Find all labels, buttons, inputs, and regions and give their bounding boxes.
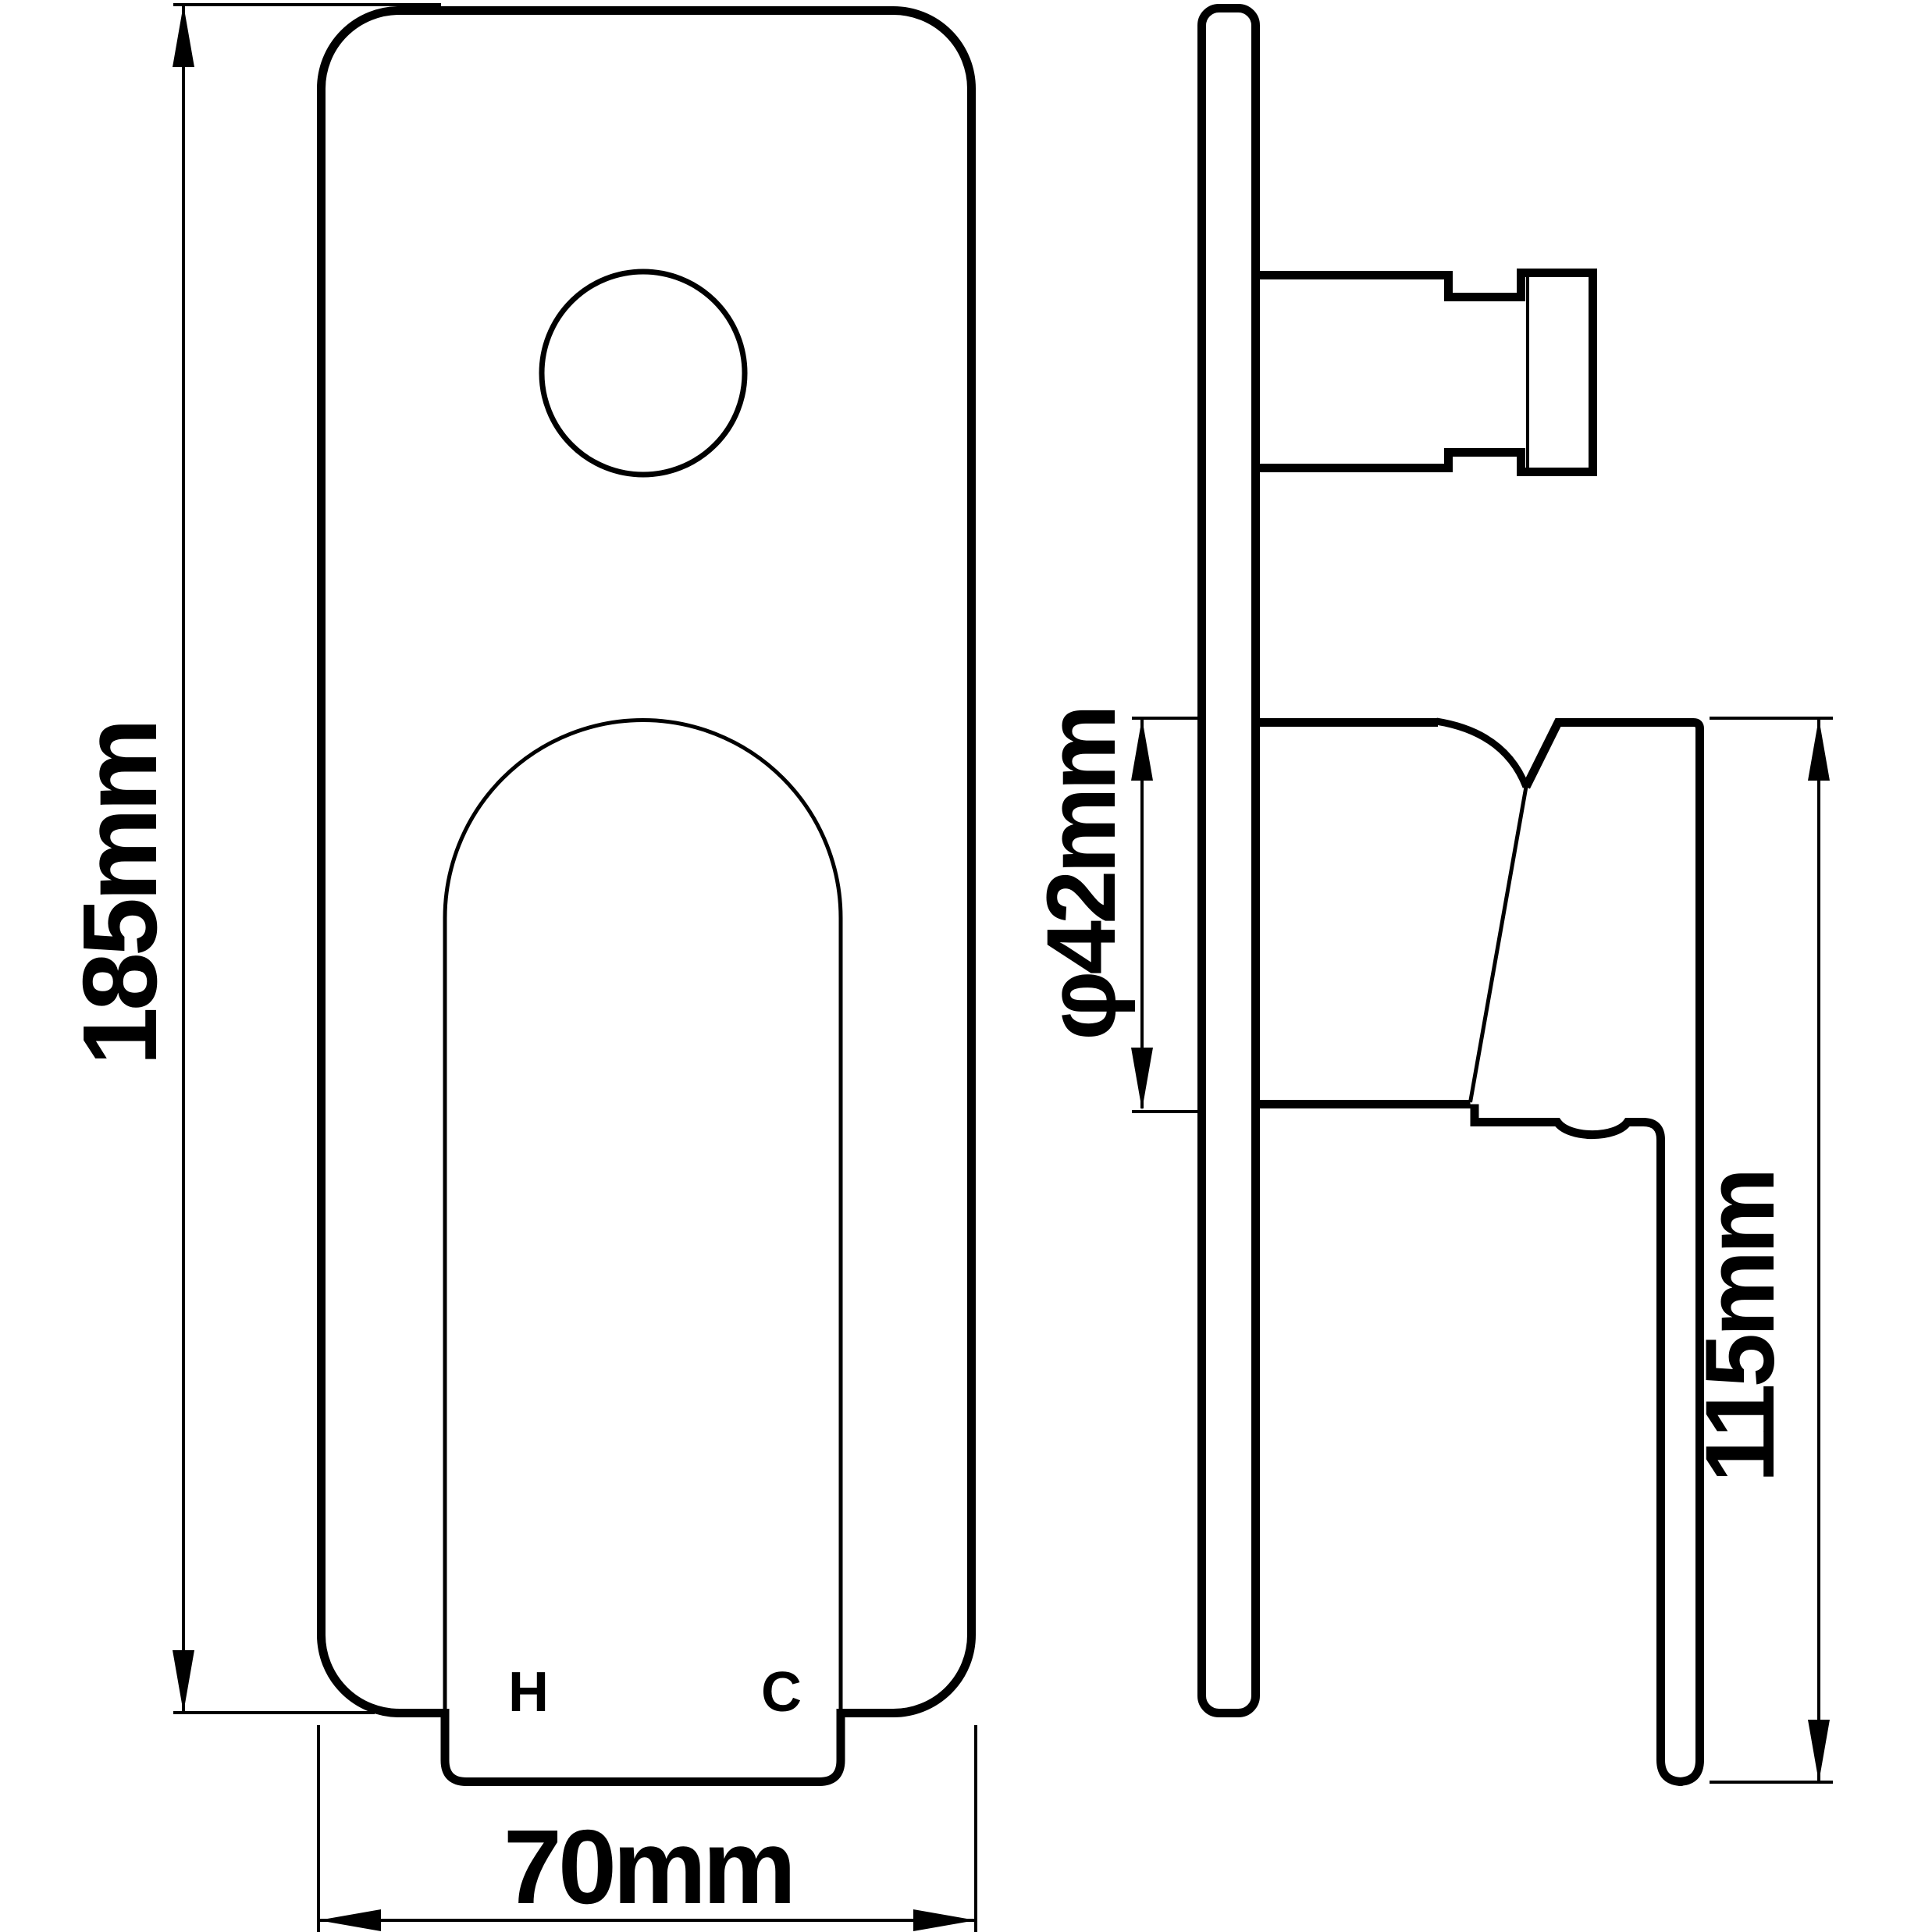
dim-185-arrow-up [173, 5, 194, 67]
front-view: H C [317, 6, 976, 1786]
handle-base-tab [440, 1711, 845, 1786]
lever-handle-outline [1470, 718, 1704, 1786]
cold-port-label: C [761, 1661, 802, 1724]
dim-42-arrow-down [1131, 1048, 1153, 1110]
dimension-185mm: 185mm [61, 3, 441, 1714]
dim-115-arrow-up [1808, 718, 1830, 781]
front-plate-outline [317, 6, 976, 1717]
dimension-115mm: 115mm [1686, 717, 1833, 1784]
cap-cone-edge [1468, 786, 1528, 1103]
dim-70-arrow-right [913, 1909, 976, 1931]
hot-port-label: H [508, 1661, 549, 1724]
dim-70-label: 70mm [503, 1808, 792, 1926]
plate-bottom-edge-gap [449, 1704, 837, 1723]
dimension-70mm: 70mm [317, 1725, 977, 1932]
handle-arch-cutout [443, 718, 843, 1714]
diverter-button-circle [539, 269, 748, 478]
side-view [1197, 4, 1704, 1786]
dim-115-arrow-down [1808, 1720, 1830, 1782]
side-plate-profile [1197, 4, 1260, 1717]
dim-42-arrow-up [1131, 718, 1153, 781]
cap-dome-arc [1436, 717, 1530, 788]
inlet-pipe-union [1260, 269, 1597, 476]
dim-70-arrow-left [318, 1909, 381, 1931]
dim-185-label: 185mm [61, 722, 179, 1066]
dimension-42mm: φ42mm [1027, 708, 1199, 1113]
dim-115-label: 115mm [1686, 1172, 1795, 1483]
dim-185-arrow-down [173, 1650, 194, 1713]
dim-42-label: φ42mm [1027, 708, 1136, 1041]
